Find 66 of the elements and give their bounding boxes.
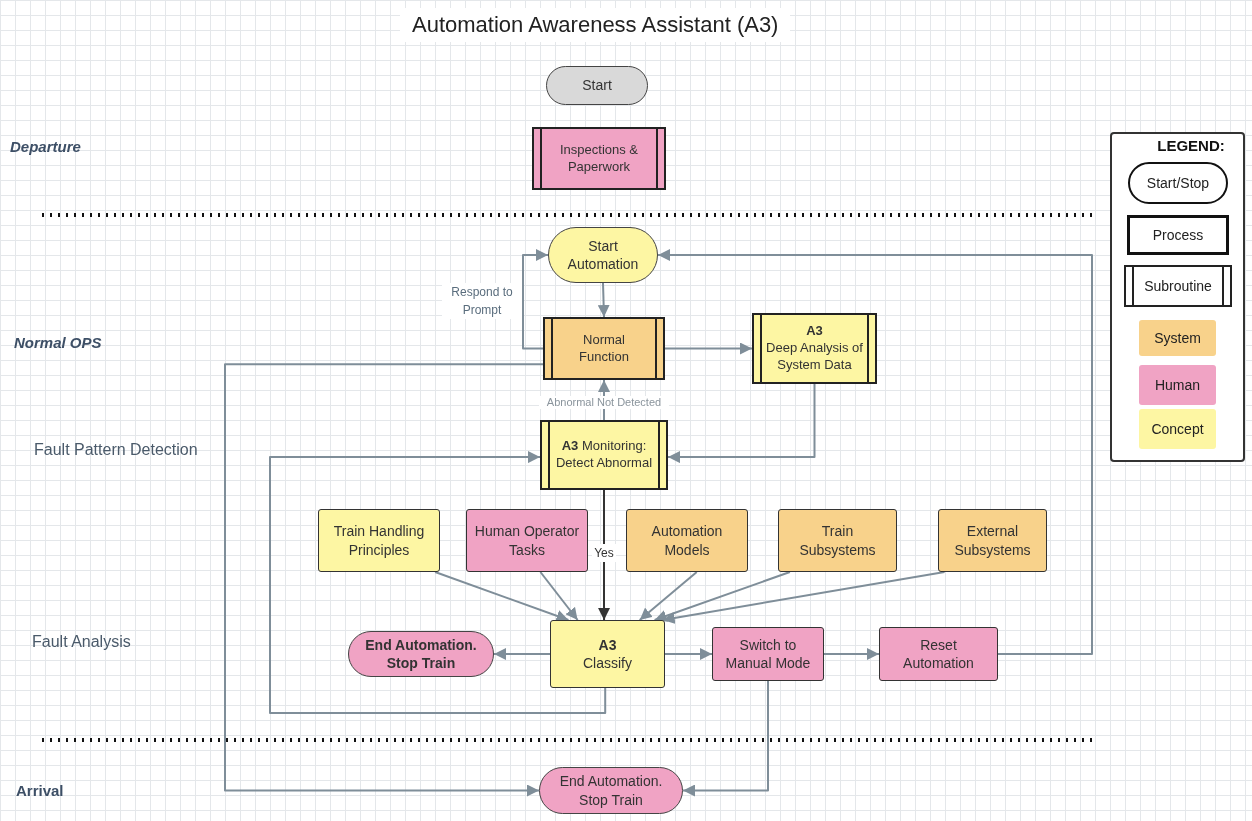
process-box [626,509,748,572]
arrow [598,489,611,621]
diagram-title: Automation Awareness Assistant (A3) [400,8,791,42]
node-text: Start [582,76,612,95]
lane-label: Departure [10,138,81,155]
lane-label: Fault Pattern Detection [34,441,198,459]
node-text: End Automation. Stop Train [558,772,664,809]
lane-label: Normal OPS [14,334,102,351]
process-box [938,509,1047,572]
lane-label: Arrival [16,782,64,799]
end-terminal [539,767,683,814]
arrow [638,571,698,621]
process-box [712,627,824,681]
node-heading: A3 [598,635,617,654]
subroutine-box [543,317,665,380]
node-text: Inspections & Paperwork [558,141,639,176]
edge-label: Respond to Prompt [442,283,522,319]
node-text: Start Automation [566,236,640,274]
arrow [667,383,816,464]
arrow [493,648,551,660]
arrow [522,249,549,350]
node-text: Switch to Manual Mode [724,635,812,673]
node-text: Automation Models [650,522,724,559]
legend-sample: Subroutine [1124,265,1232,307]
node-text: Train Subsystems [798,522,877,559]
node-text: End Automation. Stop Train [364,635,478,673]
arrow [682,680,769,797]
arrow [269,451,607,714]
arrow [653,571,791,622]
start-terminal [546,66,648,105]
node-text: Human Operator Tasks [473,522,581,559]
legend-swatch: Concept [1139,409,1216,449]
arrow [434,571,570,622]
node-heading: A3 [806,323,823,341]
node-text: Classify [583,654,632,673]
node-text: Reset Automation [902,635,975,673]
edge-label: Abnormal Not Detected [539,396,669,410]
node-text: External Subsystems [953,522,1032,559]
legend-swatch: System [1139,320,1216,356]
process-box [550,620,665,688]
node-text: Normal Function [578,331,630,366]
node-text: A3 Monitoring: Detect Abnormal [554,438,654,472]
start-terminal [548,227,658,283]
node-text: Train Handling Principles [332,522,426,559]
arrow [823,648,880,660]
legend-sample: Start/Stop [1128,162,1228,204]
legend-swatch: Human [1139,365,1216,405]
arrow [224,363,544,797]
process-box [879,627,998,681]
arrow [597,282,610,318]
subroutine-box [540,420,668,490]
subroutine-box [752,313,877,384]
arrow [664,648,713,660]
node-text: Deep Analysis of System Data [766,340,863,374]
legend-sample: Process [1127,215,1229,255]
process-box [466,509,588,572]
arrow [657,249,1093,655]
edge-label: Yes [592,544,616,562]
arrow [539,571,579,621]
process-box [318,509,440,572]
legend-title: LEGEND: [1156,137,1226,154]
process-box [778,509,897,572]
end-terminal [348,631,494,677]
subroutine-box [532,127,666,190]
lane-label: Fault Analysis [32,633,131,651]
arrow [664,342,753,355]
